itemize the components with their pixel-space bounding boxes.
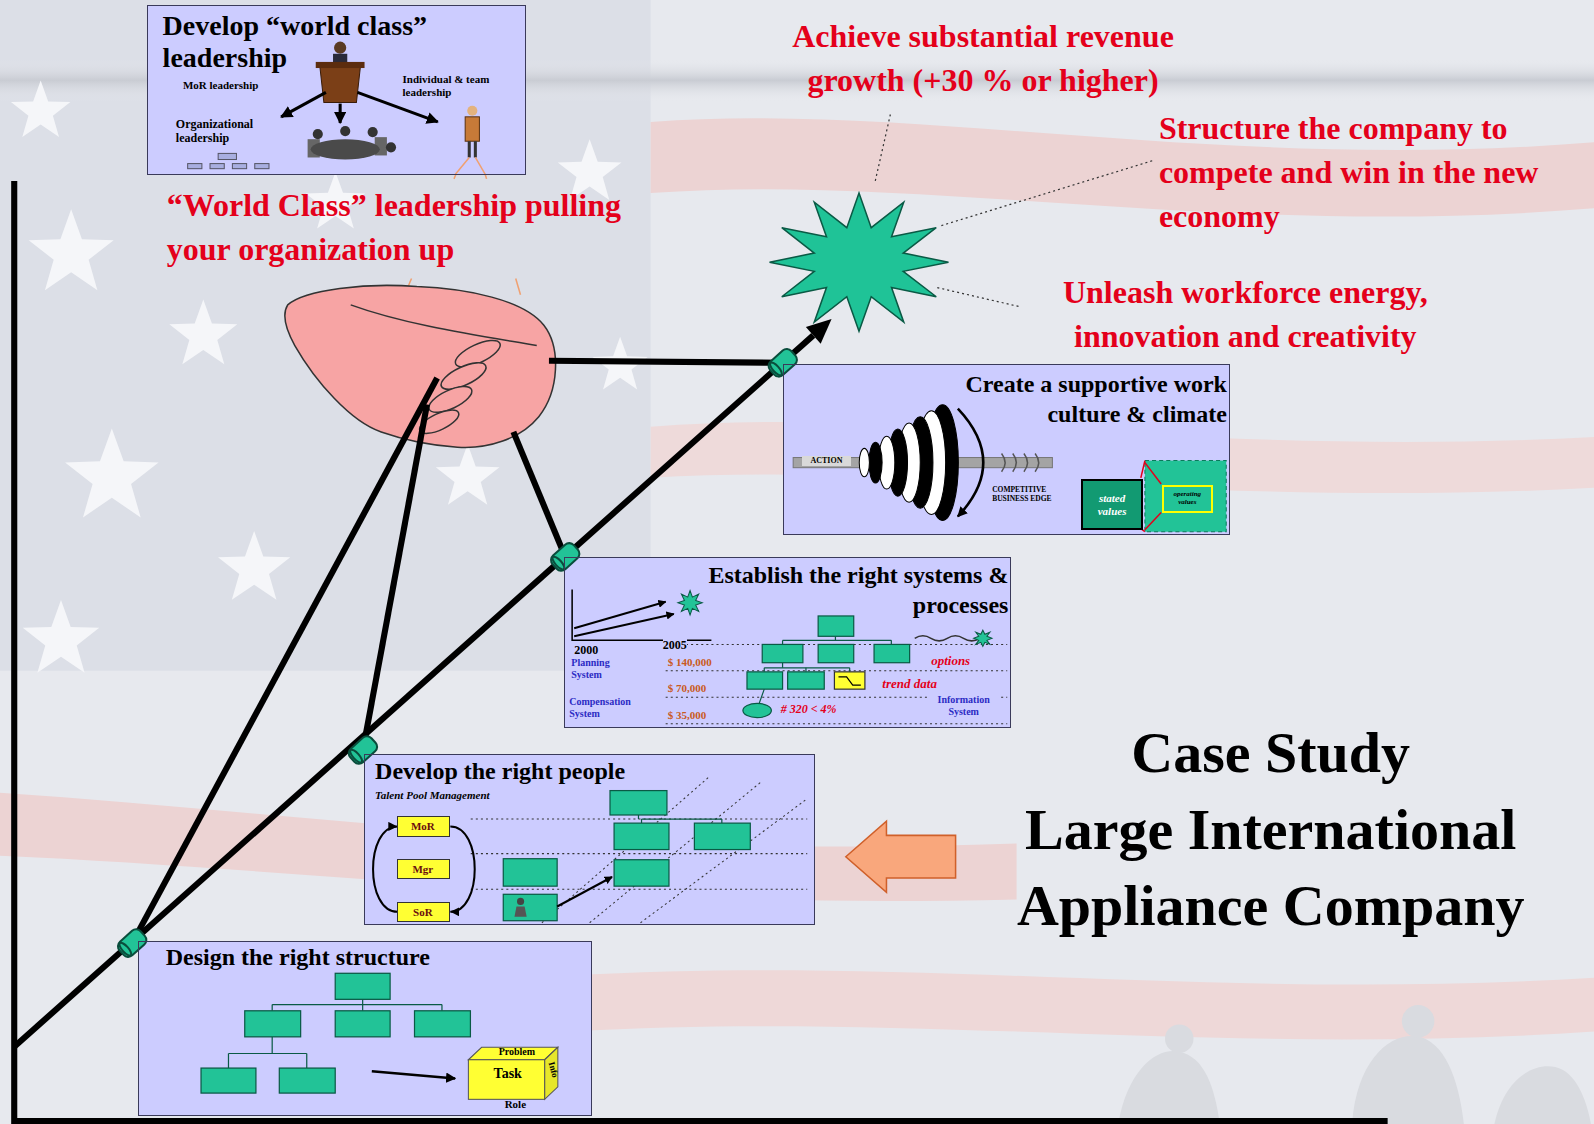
options-wave	[915, 630, 992, 646]
box-text: trend data	[882, 676, 937, 692]
box-text: Compensation System	[569, 696, 652, 720]
talent-org-chart	[503, 791, 750, 921]
box-text: Task	[470, 1066, 546, 1083]
pointer-arrow	[846, 821, 956, 892]
box-title: Establish the right systems & processes	[689, 560, 1008, 620]
box-text: Info	[545, 1061, 559, 1080]
role-box: MoR	[397, 816, 450, 836]
values-gap	[1141, 461, 1226, 532]
box-text: options	[931, 653, 970, 669]
box-title: Problem	[489, 1046, 545, 1057]
values-box: operating values	[1162, 485, 1213, 513]
callout-label: Achieve substantial revenue growth (+30 …	[743, 14, 1223, 102]
motion-marks	[1001, 453, 1038, 471]
box-text: COMPETITIVE BUSINESS EDGE	[992, 485, 1055, 503]
structure-org-chart	[201, 974, 470, 1094]
callout-label: “World Class” leadership pulling your or…	[167, 183, 645, 271]
values-box: stated values	[1081, 479, 1143, 530]
box-text: $ 70,000	[668, 682, 707, 695]
box-text: Talent Pool Management	[375, 789, 558, 802]
box-text: ACTION	[802, 456, 851, 466]
promotion-arrow	[514, 877, 612, 917]
box-title: Design the right structure	[166, 944, 573, 970]
org-chart	[743, 616, 910, 718]
box-title: Develop “world class” leadership	[163, 10, 488, 74]
mini-growth-chart	[572, 590, 711, 641]
meeting-table	[308, 126, 396, 160]
box-title: Mgr	[398, 863, 447, 876]
box-title: Develop the right people	[375, 757, 700, 786]
momentum-cone	[859, 405, 958, 521]
callout-label: Large International Appliance Company	[966, 792, 1576, 944]
mini-org-chart	[188, 153, 269, 168]
cycle-arrow	[450, 826, 474, 911]
standing-person	[455, 106, 485, 175]
structure-box: Design the right structureProblemTaskInf…	[138, 941, 591, 1116]
box-text: Role	[495, 1098, 536, 1110]
pull-ropes	[132, 361, 783, 943]
box-text: 2000	[574, 643, 598, 657]
box-text: 2005	[663, 638, 687, 652]
box-text: Information System	[927, 694, 1000, 718]
rotation-arrow	[958, 409, 983, 517]
box-text: $ 140,000	[668, 656, 712, 669]
box-title: MoR	[398, 820, 447, 833]
role-box: Mgr	[397, 859, 450, 879]
soldier-silhouettes	[1118, 1005, 1591, 1124]
callout-label: Structure the company to compete and win…	[1159, 106, 1590, 238]
culture-box: Create a supportive work culture & clima…	[783, 364, 1230, 535]
box-text: MoR leadership	[183, 79, 285, 92]
goal-starburst	[770, 193, 949, 331]
box-text: $ 35,000	[668, 709, 707, 722]
podium-speaker	[316, 42, 365, 103]
systems-box: Establish the right systems & processes 2…	[564, 557, 1011, 728]
rope-clips	[115, 346, 799, 959]
dotted-grid	[471, 777, 807, 923]
role-box: SoR	[397, 902, 450, 922]
box-text: # 320 < 4%	[781, 702, 837, 716]
box-title: operating values	[1165, 490, 1210, 506]
box-text: Organizational leadership	[176, 117, 273, 146]
cycle-arrow	[373, 826, 397, 911]
callout-label: Unleash workforce energy, innovation and…	[1017, 270, 1474, 358]
box-title: stated values	[1085, 492, 1140, 518]
box-text: Individual & team leadership	[403, 73, 517, 99]
leadership-box: Develop “world class” leadershipMoR lead…	[147, 5, 525, 175]
growth-line	[14, 319, 831, 1047]
people-box: Develop the right peopleTalent Pool Mana…	[364, 754, 815, 925]
dotted-rows	[666, 645, 1008, 724]
callout-label: Case Study	[966, 715, 1576, 791]
role-arrow	[372, 1072, 455, 1079]
hand	[285, 285, 556, 447]
task-cube: ProblemTaskInfoRole	[467, 1044, 565, 1113]
box-title: Create a supportive work culture & clima…	[912, 369, 1227, 429]
box-text: Planning System	[571, 657, 634, 681]
flag-stars	[11, 80, 717, 672]
box-title: SoR	[398, 906, 447, 919]
